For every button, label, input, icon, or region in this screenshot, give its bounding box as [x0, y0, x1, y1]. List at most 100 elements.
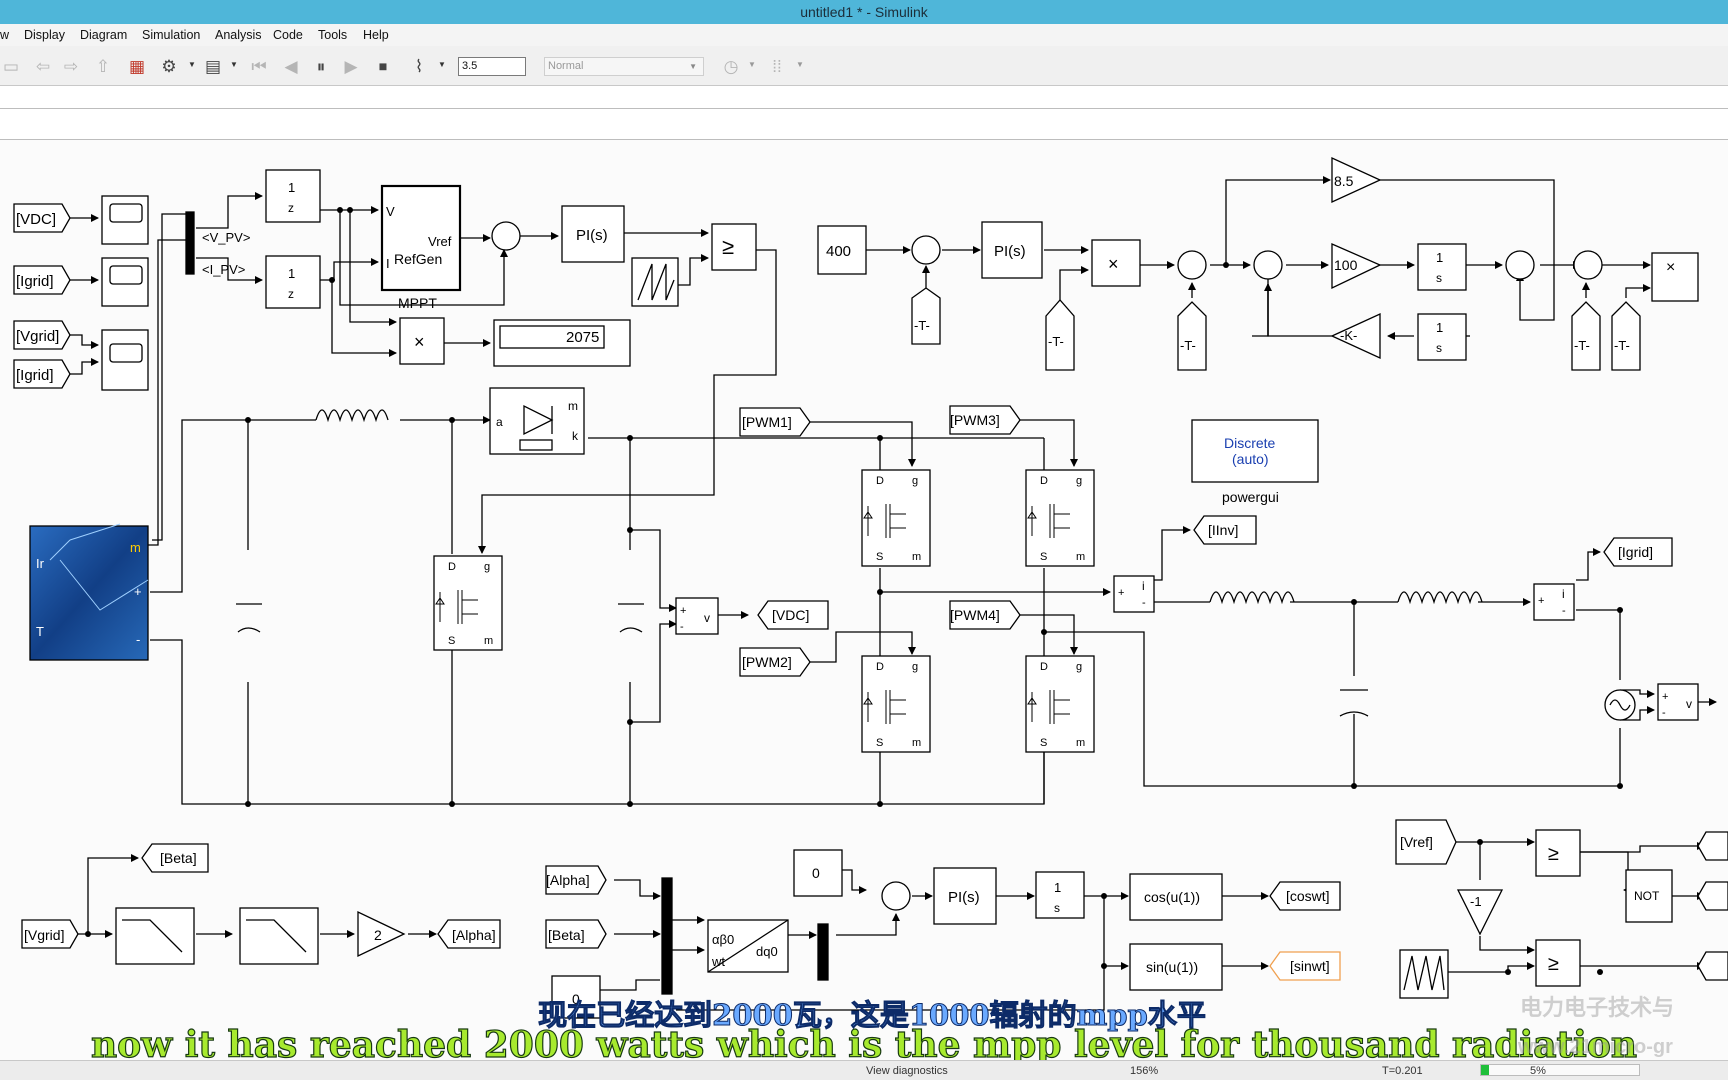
progress-bar [1480, 1064, 1640, 1076]
grid-icon[interactable]: ⁞⁞ [772, 57, 782, 76]
mosfet-boost-m: m [484, 635, 493, 647]
mppt-port-i: I [386, 256, 390, 271]
gain-8-5[interactable] [1331, 156, 1382, 204]
sim-time: T=0.201 [1382, 1065, 1423, 1077]
save-icon[interactable]: ▭ [2, 57, 20, 76]
chevron-down-icon[interactable]: ▼ [230, 60, 238, 69]
mosfet-s2[interactable] [861, 655, 931, 753]
pv-array[interactable] [29, 525, 149, 661]
gain-k[interactable] [1330, 312, 1381, 360]
sum-6[interactable] [1573, 250, 1603, 280]
gain-2[interactable] [357, 910, 406, 958]
imeas-grid-i: i [1562, 587, 1565, 601]
from-t-4: -T- [1574, 338, 1590, 353]
step-forward-icon[interactable]: ▶ [344, 57, 358, 76]
chevron-down-icon[interactable]: ▼ [748, 60, 756, 69]
menu-analysis[interactable]: Analysis [215, 28, 262, 42]
imeas-inv-i: i [1142, 579, 1145, 593]
back-icon[interactable]: ⇦ [35, 57, 51, 76]
chevron-down-icon[interactable]: ▼ [796, 60, 804, 69]
imeas-grid-plus: + [1538, 595, 1544, 607]
menu-view[interactable]: w [0, 28, 10, 42]
sum-7[interactable] [881, 881, 911, 911]
constant-400[interactable] [817, 225, 867, 275]
unit-delay-2[interactable] [265, 255, 321, 309]
sum-2[interactable] [911, 235, 941, 265]
sawtooth-generator-1[interactable] [631, 257, 679, 307]
integrator-3[interactable] [1035, 871, 1085, 919]
integrator-1[interactable] [1417, 243, 1467, 291]
product-2[interactable] [1091, 239, 1141, 287]
mosfet-s1[interactable] [861, 469, 931, 567]
relational-operator-1[interactable] [711, 223, 757, 271]
gain-100[interactable] [1331, 243, 1382, 290]
model-canvas[interactable]: [VDC] [Igrid] [Vgrid] [Igrid] <V_PV> <I_… [0, 140, 1728, 1060]
menu-help[interactable]: Help [363, 28, 389, 42]
current-measurement-inv[interactable] [1113, 575, 1155, 613]
product-power[interactable] [399, 317, 445, 365]
goto-igrid-in2: [Igrid] [16, 367, 54, 384]
constant-0[interactable] [793, 849, 843, 897]
fcn-cos[interactable] [1129, 873, 1223, 921]
mosfet-s3[interactable] [1025, 469, 1095, 567]
integrator-2[interactable] [1417, 313, 1467, 361]
mppt-block[interactable] [380, 184, 462, 292]
forward-icon[interactable]: ⇨ [63, 57, 79, 76]
delay1-num: 1 [288, 180, 295, 195]
filter-1[interactable] [115, 907, 195, 965]
abc-in1: αβ0 [712, 932, 734, 947]
sum-1[interactable] [491, 221, 521, 251]
pi-controller-2[interactable] [981, 221, 1043, 279]
goto-pwm4: [PWM4] [950, 607, 1000, 623]
goto-sinwt: [sinwt] [1290, 958, 1330, 974]
current-measurement-grid[interactable] [1533, 583, 1575, 621]
settings-gear-icon[interactable]: ⚙ [161, 57, 177, 76]
menu-code[interactable]: Code [273, 28, 303, 42]
step-back-icon[interactable]: ⏮ [251, 57, 267, 76]
sum-3[interactable] [1177, 250, 1207, 280]
library-icon[interactable]: ▦ [128, 57, 146, 76]
mosfet-s4-d: D [1040, 661, 1048, 673]
voltage-measurement-dc[interactable] [675, 597, 719, 635]
goto-pwm2: [PWM2] [742, 654, 792, 670]
voltage-measurement-grid[interactable] [1657, 683, 1699, 721]
logical-not[interactable] [1625, 869, 1673, 923]
sum-5[interactable] [1505, 250, 1535, 280]
simulation-mode-select[interactable]: Normal▼ [544, 57, 704, 76]
not-label: NOT [1634, 889, 1660, 903]
stop-time-input[interactable]: 3.5 [458, 57, 526, 76]
scope-icon[interactable]: ⌇ [414, 57, 424, 76]
model-config-icon[interactable]: ▤ [204, 57, 222, 76]
mosfet-s4[interactable] [1025, 655, 1095, 753]
gain-minus-1[interactable] [1456, 889, 1504, 936]
unit-delay-1[interactable] [265, 169, 321, 223]
stop-icon[interactable]: ⏹ [378, 57, 388, 76]
menu-simulation[interactable]: Simulation [142, 28, 201, 42]
pi-controller-3[interactable] [933, 867, 997, 925]
mosfet-s1-d: D [876, 475, 884, 487]
relational-operator-3[interactable] [1535, 939, 1581, 987]
vmeas-grid-v: v [1686, 697, 1692, 711]
mosfet-s2-g: g [912, 661, 918, 673]
zoom-level: 156% [1130, 1065, 1159, 1077]
menu-display[interactable]: Display [24, 28, 65, 42]
powergui-block[interactable] [1191, 419, 1319, 483]
pause-icon[interactable]: ⏸ [316, 57, 326, 76]
filter-2[interactable] [239, 907, 319, 965]
step-back-icon[interactable]: ◀ [284, 57, 298, 76]
chevron-down-icon[interactable]: ▼ [188, 60, 196, 69]
mosfet-boost[interactable] [433, 555, 503, 651]
progress-fill [1481, 1065, 1489, 1075]
up-icon[interactable]: ⇧ [95, 57, 111, 76]
bus-label-ipv: <I_PV> [202, 262, 245, 277]
pi-controller-1[interactable] [561, 205, 625, 263]
performance-icon[interactable]: ◷ [723, 57, 739, 76]
fcn-sin[interactable] [1129, 943, 1223, 991]
menu-tools[interactable]: Tools [318, 28, 348, 42]
view-diagnostics-link[interactable]: View diagnostics [866, 1065, 948, 1077]
sum-4[interactable] [1253, 250, 1283, 280]
menu-diagram[interactable]: Diagram [80, 28, 128, 42]
product-divide[interactable] [1651, 252, 1699, 302]
chevron-down-icon[interactable]: ▼ [438, 60, 446, 69]
relational-operator-2[interactable] [1535, 829, 1581, 877]
